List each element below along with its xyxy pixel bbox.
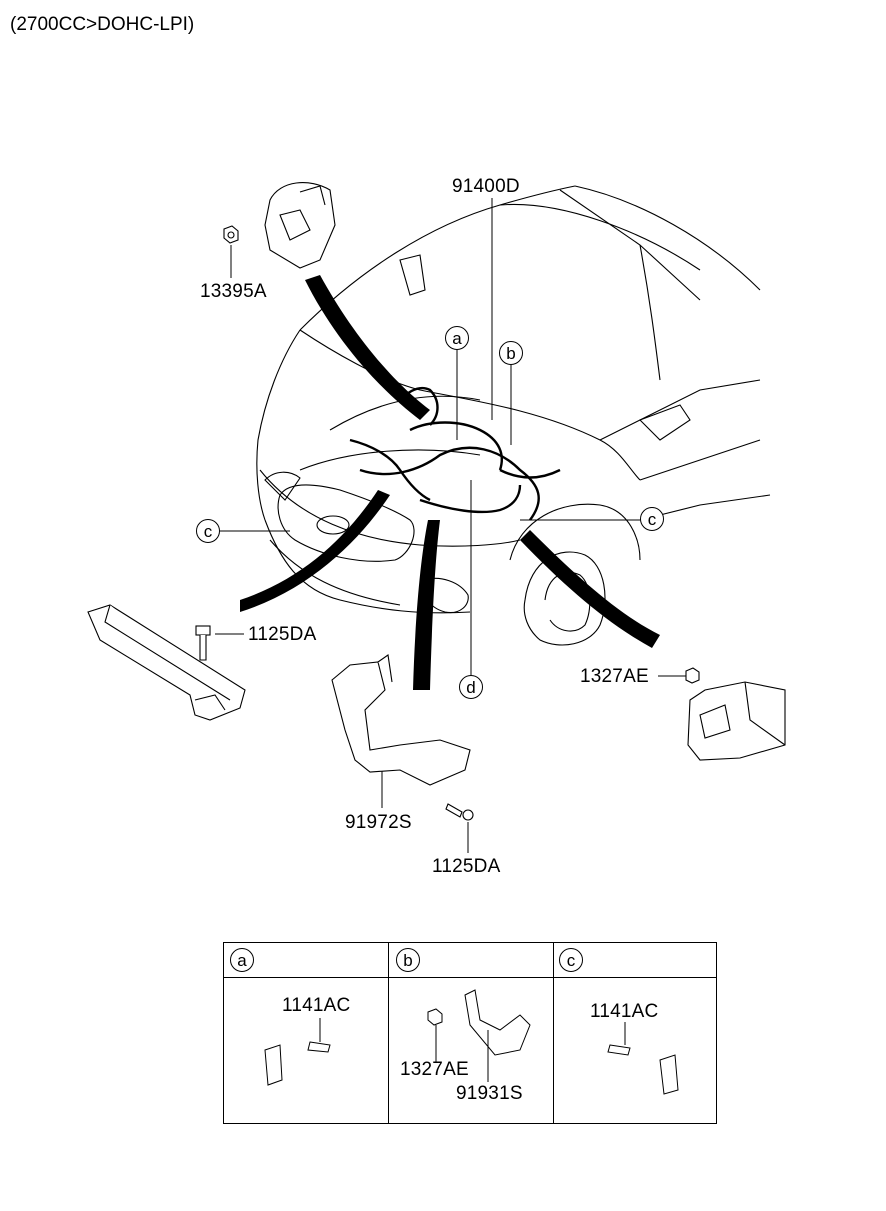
table-b-bracket-drawing bbox=[427, 989, 531, 1082]
car-hood-outline bbox=[299, 185, 576, 331]
nut-1327AE-icon bbox=[685, 667, 700, 684]
table-column-divider bbox=[553, 943, 554, 1123]
table-header-a: a bbox=[230, 948, 254, 972]
car-side bbox=[599, 379, 771, 521]
car-mirror-right bbox=[639, 404, 691, 441]
car-fender-left bbox=[256, 329, 301, 521]
car-wheel-arch bbox=[509, 503, 641, 561]
table-c-part-label: 1141AC bbox=[590, 1001, 659, 1022]
right-bracket-part bbox=[687, 681, 786, 761]
car-hood-edge bbox=[299, 329, 641, 481]
bracket-91972S bbox=[331, 654, 471, 786]
swoosh-arrow-right bbox=[520, 530, 660, 648]
callout-d: d bbox=[459, 675, 483, 699]
harness-wire-lower bbox=[419, 484, 522, 514]
detail-table: a b c 1141AC 1327AE 91931S 1141AC bbox=[223, 942, 717, 1124]
part-label-91400D: 91400D bbox=[452, 176, 520, 197]
car-front-face bbox=[259, 469, 521, 547]
table-header-c: c bbox=[559, 948, 583, 972]
car-bumper-lower bbox=[269, 539, 401, 606]
swoosh-arrow-left bbox=[240, 490, 390, 612]
car-emblem bbox=[316, 515, 350, 535]
car-bumper bbox=[264, 519, 471, 614]
table-b-bracket-label: 91931S bbox=[456, 1083, 523, 1104]
table-a-clip-drawing bbox=[264, 1018, 331, 1086]
harness-wire-left bbox=[349, 438, 431, 502]
part-label-91972S: 91972S bbox=[345, 812, 412, 833]
car-mirror-left bbox=[399, 254, 426, 296]
left-rail-bracket bbox=[87, 604, 246, 721]
table-a-part-label: 1141AC bbox=[282, 995, 351, 1016]
bolt-1125DA-left-icon bbox=[195, 625, 211, 661]
swoosh-arrow-top bbox=[305, 275, 430, 420]
table-header-b: b bbox=[396, 948, 420, 972]
callout-a: a bbox=[445, 326, 469, 350]
table-b-nut-label: 1327AE bbox=[400, 1059, 469, 1080]
car-a-pillar bbox=[639, 244, 661, 381]
table-c-clip-drawing bbox=[607, 1022, 679, 1095]
nut-13395A-icon bbox=[223, 225, 239, 244]
car-roof-line bbox=[559, 189, 701, 301]
callout-c-right: c bbox=[640, 507, 664, 531]
car-windshield bbox=[499, 185, 761, 291]
swoosh-arrow-center bbox=[413, 520, 440, 690]
part-label-13395A: 13395A bbox=[200, 281, 267, 302]
bolt-1125DA-bottom-icon bbox=[445, 803, 474, 821]
harness-wire-upper bbox=[409, 421, 503, 471]
harness-wire-right bbox=[499, 468, 561, 479]
car-headlight bbox=[264, 471, 301, 501]
car-grille bbox=[277, 484, 415, 562]
callout-c-left: c bbox=[196, 519, 220, 543]
diagram-title: (2700CC>DOHC-LPI) bbox=[10, 14, 195, 35]
part-label-1327AE: 1327AE bbox=[580, 666, 649, 687]
top-bracket-part bbox=[264, 182, 336, 269]
part-label-1125DA-bottom: 1125DA bbox=[432, 856, 501, 877]
callout-b: b bbox=[499, 341, 523, 365]
table-column-divider bbox=[388, 943, 389, 1123]
harness-wires bbox=[349, 386, 561, 521]
table-header-divider bbox=[224, 977, 716, 978]
part-label-1125DA-left: 1125DA bbox=[248, 624, 317, 645]
